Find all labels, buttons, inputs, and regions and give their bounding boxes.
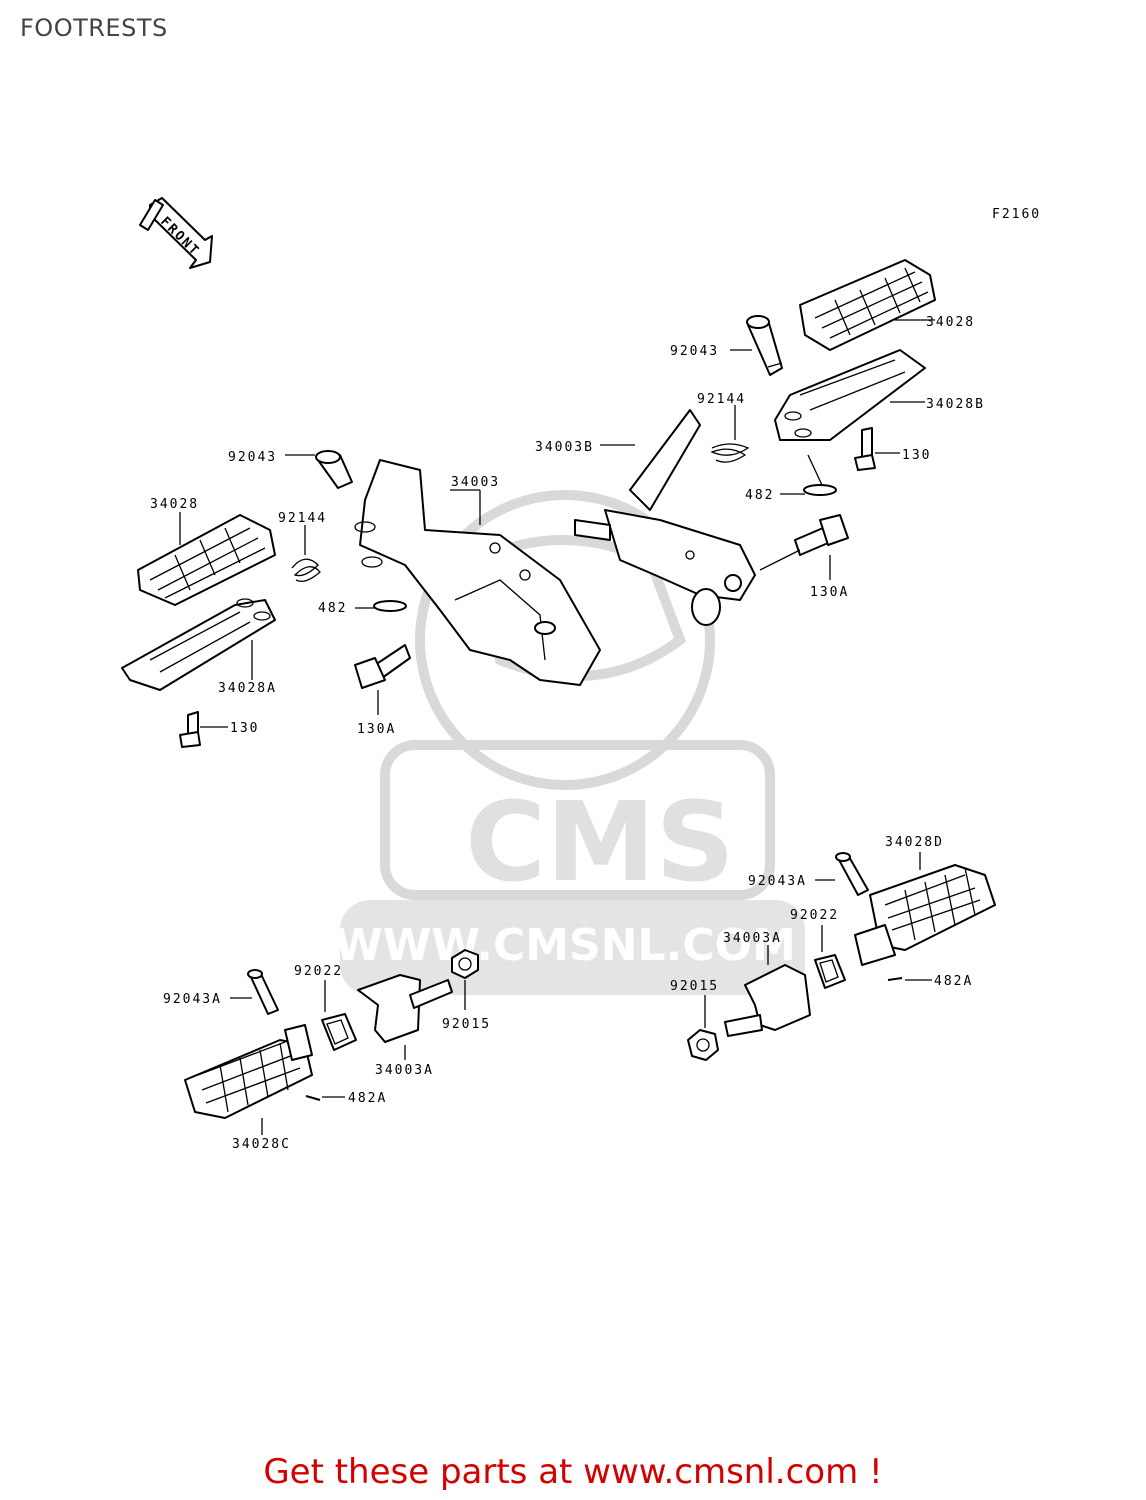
- rear-left-step-34028A: [121, 598, 276, 691]
- label-r-482: 482: [745, 488, 774, 503]
- rear-left-clip-482: [373, 600, 407, 612]
- footer-cta-link[interactable]: Get these parts at www.cmsnl.com !: [263, 1452, 883, 1492]
- front-right-clip-482A: [887, 977, 903, 981]
- front-left-damper-92022: [321, 1013, 357, 1051]
- front-left-holder-34003A: [357, 974, 453, 1043]
- label-r-92144: 92144: [697, 392, 746, 407]
- rear-right-bolt-130A: [794, 514, 849, 556]
- label-l-34028A: 34028A: [218, 681, 277, 696]
- page-title: FOOTRESTS: [20, 14, 168, 42]
- front-left-step-34028C: [184, 1024, 313, 1119]
- front-right-step-34028D: [854, 864, 996, 966]
- label-bl-34003A: 34003A: [375, 1063, 434, 1078]
- label-br-92022: 92022: [790, 908, 839, 923]
- front-left-pin-92043A: [247, 969, 279, 1015]
- label-r-34028B: 34028B: [926, 397, 985, 412]
- rear-right-spring-92144: [710, 443, 750, 463]
- figure-code: F2160: [992, 207, 1041, 222]
- front-arrow-icon: FRONT: [139, 197, 213, 269]
- label-br-34028D: 34028D: [885, 835, 944, 850]
- front-left-clip-482A: [305, 1095, 321, 1101]
- label-l-34028: 34028: [150, 497, 199, 512]
- label-br-482A: 482A: [934, 974, 973, 989]
- front-right-damper-92022: [814, 954, 846, 989]
- parts-diagram: CMS WWW.CMSNL.COM F2160 FRONT: [121, 197, 1041, 1152]
- label-l-482: 482: [318, 601, 347, 616]
- rear-left-spring-92144: [291, 558, 321, 583]
- rear-left-bolt-130A: [354, 644, 411, 689]
- label-bl-482A: 482A: [348, 1091, 387, 1106]
- label-br-92043A: 92043A: [748, 874, 807, 889]
- label-r-130A: 130A: [810, 585, 849, 600]
- label-l-34003: 34003: [451, 475, 500, 490]
- rear-right-rubber-34028: [799, 259, 936, 351]
- rear-right-bracket-34003B: [574, 409, 756, 626]
- label-r-130: 130: [902, 448, 931, 463]
- label-bl-92022: 92022: [294, 964, 343, 979]
- watermark-brand: CMS: [465, 778, 734, 906]
- label-l-92144: 92144: [278, 511, 327, 526]
- label-bl-92015: 92015: [442, 1017, 491, 1032]
- rear-left-bracket-34003: [354, 459, 601, 686]
- label-br-34003A: 34003A: [723, 931, 782, 946]
- rear-right-screw-130: [854, 427, 876, 471]
- label-br-92015: 92015: [670, 979, 719, 994]
- front-right-pin-92043A: [835, 852, 869, 896]
- rear-left-screw-130: [179, 711, 201, 748]
- label-l-92043: 92043: [228, 450, 277, 465]
- rear-left-rubber-34028: [137, 514, 276, 606]
- front-left-nut-92015: [451, 949, 479, 979]
- front-right-nut-92015: [687, 1029, 719, 1061]
- label-bl-34028C: 34028C: [232, 1137, 291, 1152]
- label-l-130A: 130A: [357, 722, 396, 737]
- label-r-92043: 92043: [670, 344, 719, 359]
- label-bl-92043A: 92043A: [163, 992, 222, 1007]
- label-r-34003B: 34003B: [535, 440, 594, 455]
- rear-right-clip-482: [803, 484, 837, 496]
- rear-right-pin-92043: [746, 315, 783, 376]
- rear-right-step-34028B: [774, 349, 926, 441]
- watermark-url: WWW.CMSNL.COM: [334, 920, 796, 971]
- front-right-holder-34003A: [724, 964, 811, 1037]
- label-r-34028: 34028: [926, 315, 975, 330]
- label-l-130: 130: [230, 721, 259, 736]
- rear-left-pin-92043: [315, 450, 353, 489]
